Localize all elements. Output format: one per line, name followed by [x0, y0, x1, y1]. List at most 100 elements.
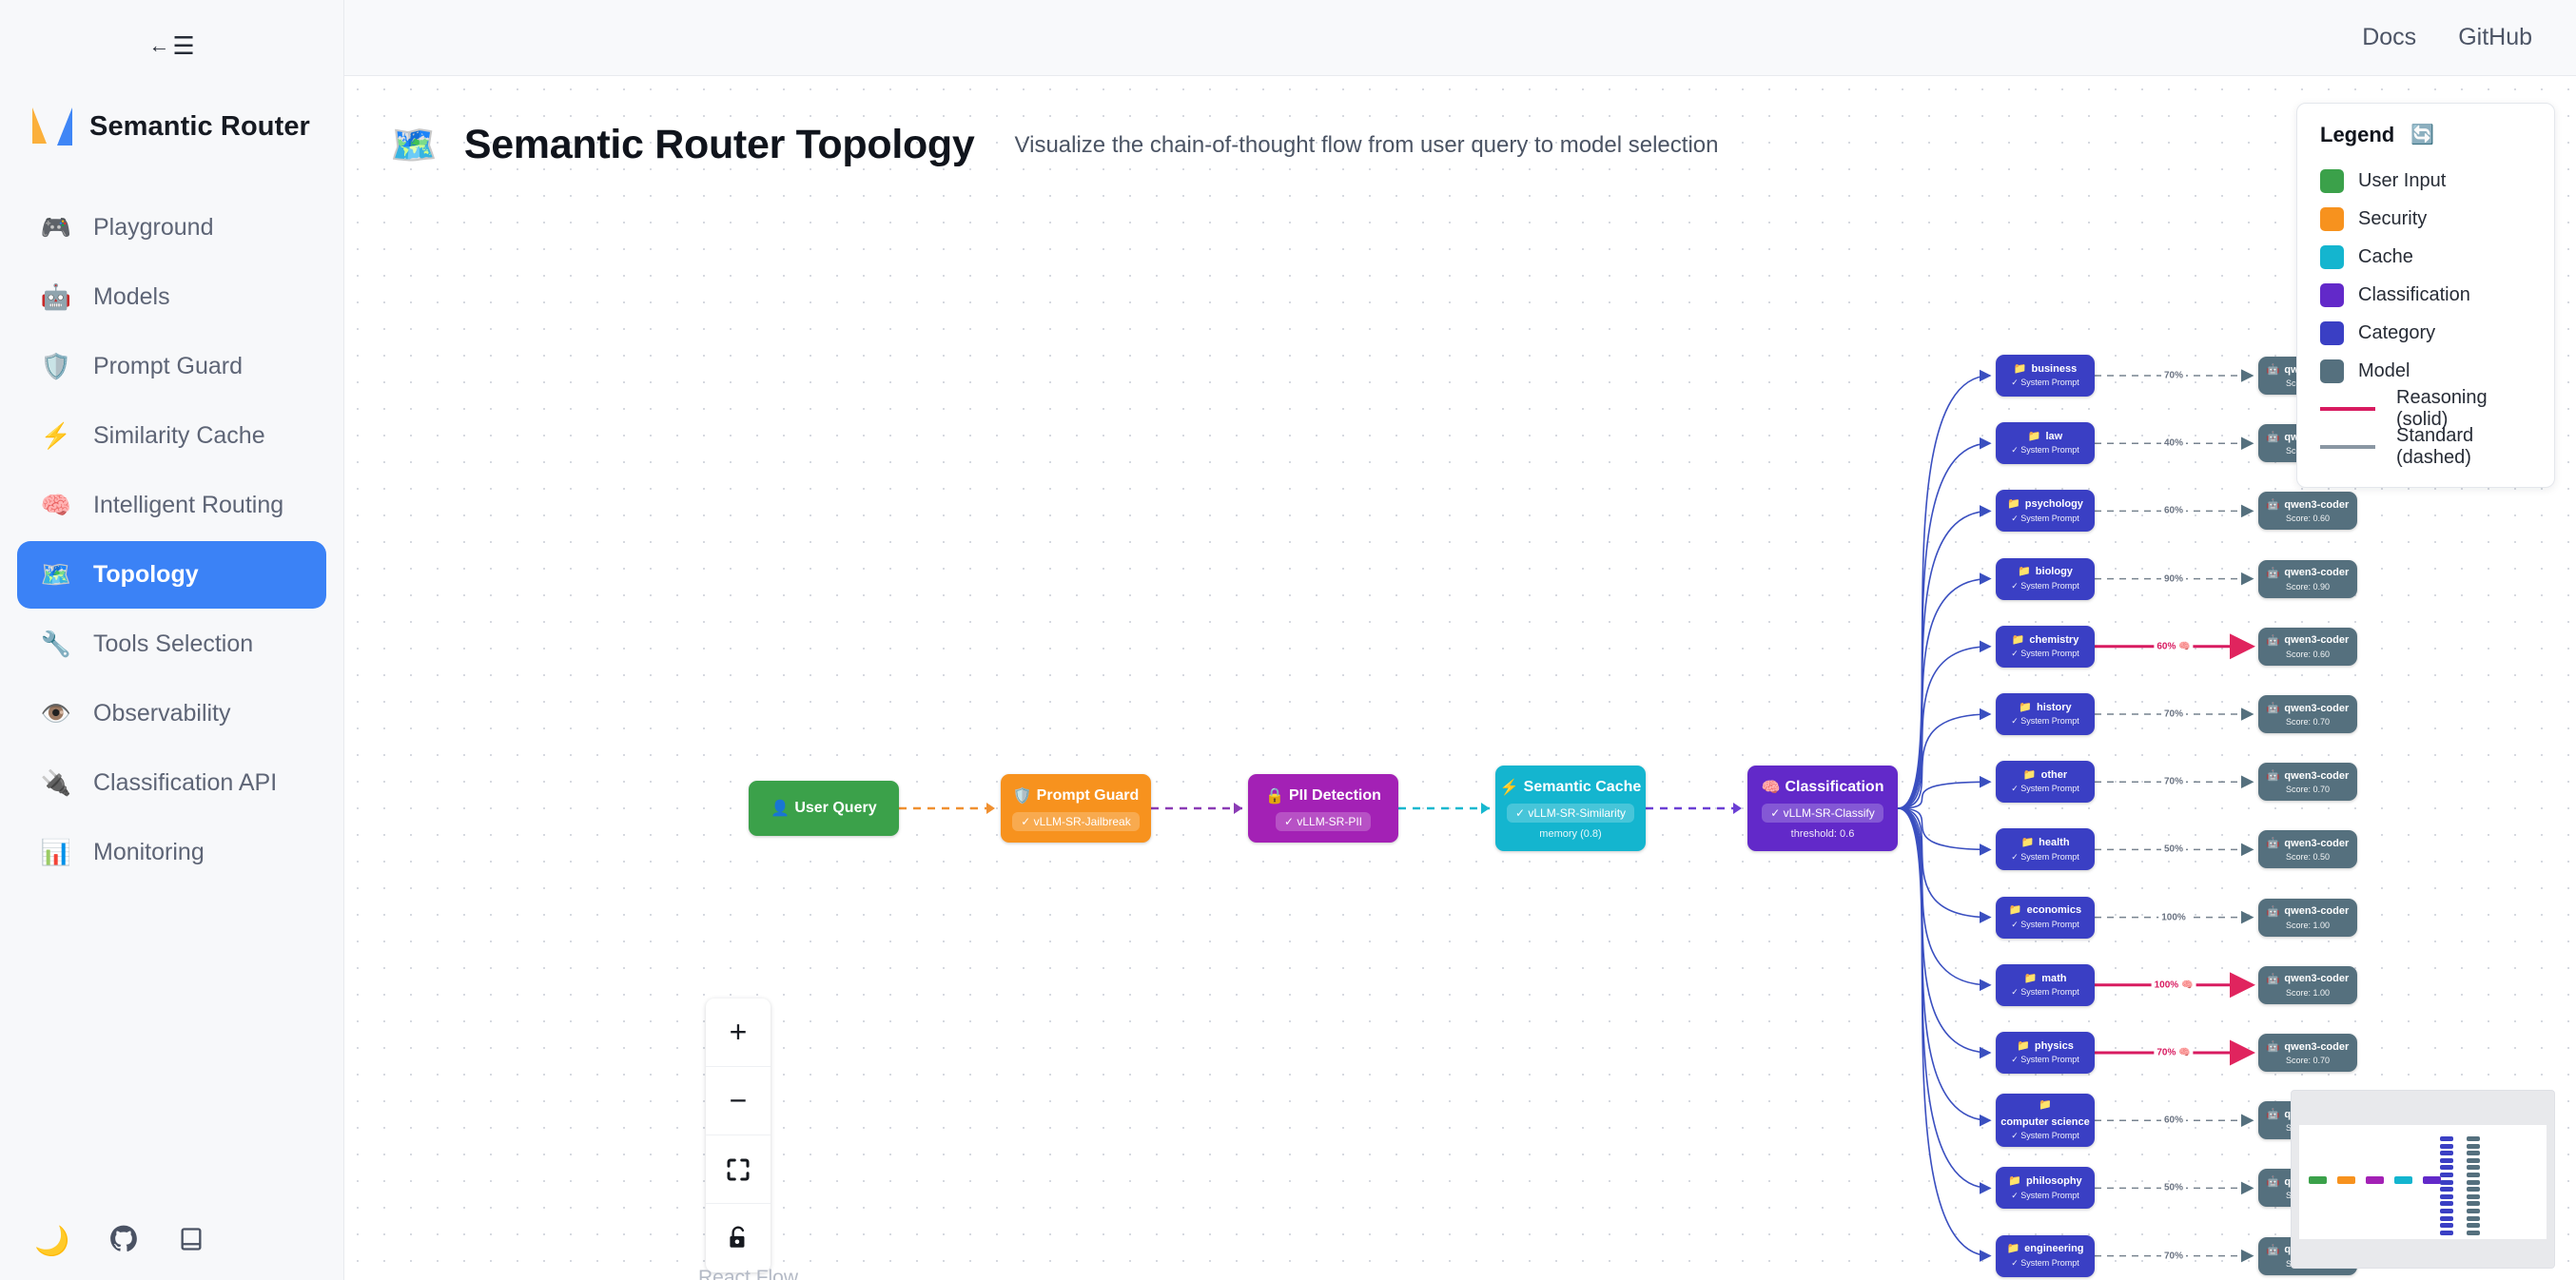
folder-icon: 📁	[2006, 1243, 2020, 1255]
category-sub: ✓ System Prompt	[2011, 513, 2079, 523]
model-score: Score: 0.90	[2285, 581, 2331, 592]
fit-view-button[interactable]	[706, 1135, 771, 1204]
docs-link[interactable]: Docs	[2362, 24, 2417, 50]
pipeline-node-pii[interactable]: 🔒PII Detection✓ vLLM-SR-PII	[1248, 774, 1398, 843]
sidebar-item-label: Playground	[93, 214, 214, 241]
category-node-health[interactable]: 📁health✓ System Prompt	[1996, 828, 2095, 871]
category-node-philosophy[interactable]: 📁philosophy ✓ System Prompt	[1996, 1167, 2095, 1210]
category-node-economics[interactable]: 📁economics✓ System Prompt	[1996, 896, 2095, 939]
sidebar-item-intelligent-routing[interactable]: 🧠Intelligent Routing	[17, 472, 326, 539]
model-label: qwen3-coder	[2284, 769, 2350, 782]
edge-percent: 60%	[2156, 641, 2176, 652]
zoom-in-button[interactable]: +	[706, 999, 771, 1067]
category-node-engineering[interactable]: 📁engineering✓ System Prompt	[1996, 1234, 2095, 1277]
github-icon[interactable]	[109, 1225, 138, 1259]
folder-icon: 📁	[2013, 362, 2027, 375]
collapse-menu-icon[interactable]: ← ☰	[148, 31, 195, 60]
edge-classification-to-category	[1897, 807, 1992, 1127]
category-node-math[interactable]: 📁math✓ System Prompt	[1996, 963, 2095, 1006]
sidebar-item-label: Models	[93, 283, 170, 310]
robot-icon: 🤖	[2266, 703, 2280, 714]
model-label: qwen3-coder	[2284, 634, 2350, 647]
pipeline-node-user[interactable]: 👤User Query	[749, 781, 899, 836]
folder-icon: 📁	[2018, 566, 2031, 578]
model-score: Score: 1.00	[2285, 987, 2331, 998]
node-label: User Query	[794, 800, 877, 816]
minimap-node	[2467, 1223, 2480, 1229]
category-node-history[interactable]: 📁history✓ System Prompt	[1996, 693, 2095, 735]
category-node-computer-science[interactable]: 📁computer science✓ System Prompt	[1996, 1094, 2095, 1148]
category-title: 📁law	[2028, 431, 2062, 442]
lock-button[interactable]	[706, 1204, 771, 1272]
category-node-other[interactable]: 📁other✓ System Prompt	[1996, 761, 2095, 804]
model-label: qwen3-coder	[2284, 567, 2350, 579]
book-icon[interactable]	[178, 1226, 205, 1258]
sidebar-item-prompt-guard[interactable]: 🛡️Prompt Guard	[17, 333, 326, 400]
minimap-node	[2440, 1187, 2453, 1193]
category-title: 📁economics	[2009, 904, 2081, 916]
robot-icon: 🤖	[2266, 1244, 2280, 1256]
zoom-out-button[interactable]: −	[706, 1067, 771, 1135]
minimap-node	[2440, 1201, 2453, 1207]
legend-item-security: Security	[2320, 200, 2533, 238]
sidebar-item-icon: ⚡	[40, 421, 72, 450]
category-sub: ✓ System Prompt	[2011, 1190, 2079, 1200]
model-label: qwen3-coder	[2284, 973, 2350, 985]
moon-icon[interactable]: 🌙	[34, 1226, 70, 1257]
legend-swatch	[2320, 206, 2344, 231]
sidebar-item-classification-api[interactable]: 🔌Classification API	[17, 749, 326, 817]
sidebar-item-models[interactable]: 🤖Models	[17, 263, 326, 331]
minimap-node	[2467, 1215, 2480, 1221]
model-title: 🤖qwen3-coder	[2267, 769, 2350, 783]
category-label: physics	[2034, 1039, 2074, 1052]
category-node-business[interactable]: 📁business✓ System Prompt	[1996, 355, 2095, 397]
category-title: 📁physics	[2017, 1040, 2074, 1052]
category-node-chemistry[interactable]: 📁chemistry✓ System Prompt	[1996, 625, 2095, 668]
minimap-node	[2440, 1223, 2453, 1229]
sidebar-item-label: Tools Selection	[93, 630, 254, 657]
minimap-node	[2467, 1173, 2480, 1177]
robot-icon: 🤖	[2266, 634, 2280, 647]
category-node-psychology[interactable]: 📁psychology✓ System Prompt	[1996, 490, 2095, 533]
node-title: 🔒PII Detection	[1265, 786, 1381, 805]
category-node-law[interactable]: 📁law✓ System Prompt	[1996, 422, 2095, 465]
node-icon: ⚡	[1499, 779, 1519, 796]
minimap-node	[2467, 1209, 2480, 1213]
category-sub: ✓ System Prompt	[2011, 378, 2079, 388]
flow-canvas[interactable]: 🗺️ Semantic Router Topology Visualize th…	[344, 76, 2576, 1280]
node-chip-wrap: ✓ vLLM-SR-PII	[1275, 805, 1372, 831]
sidebar-item-label: Intelligent Routing	[93, 492, 284, 518]
folder-icon: 📁	[2007, 498, 2020, 511]
sidebar-item-topology[interactable]: 🗺️Topology	[17, 541, 326, 609]
category-title: 📁philosophy	[2008, 1175, 2081, 1187]
edge-percent-label: 70% 🧠	[2154, 1047, 2194, 1058]
sidebar-item-similarity-cache[interactable]: ⚡Similarity Cache	[17, 402, 326, 470]
minimap[interactable]	[2291, 1090, 2555, 1269]
category-node-biology[interactable]: 📁biology✓ System Prompt	[1996, 557, 2095, 600]
category-node-physics[interactable]: 📁physics✓ System Prompt	[1996, 1032, 2095, 1074]
main-area: Docs GitHub 🗺️ Semantic Router Topology …	[344, 0, 2576, 1280]
refresh-icon[interactable]: 🔄	[2410, 125, 2435, 145]
node-label: Classification	[1785, 778, 1884, 795]
edge-classification-to-category	[1897, 775, 1992, 809]
github-link[interactable]: GitHub	[2458, 24, 2532, 50]
pipeline-node-guard[interactable]: 🛡️Prompt Guard✓ vLLM-SR-Jailbreak	[1001, 774, 1151, 843]
model-label: qwen3-coder	[2284, 905, 2350, 918]
sidebar-item-tools-selection[interactable]: 🔧 Tools Selection	[17, 611, 326, 678]
sidebar-item-icon: 🔧	[40, 630, 72, 658]
sidebar-item-observability[interactable]: 👁️Observability	[17, 680, 326, 747]
sidebar-item-playground[interactable]: 🎮Playground	[17, 194, 326, 262]
legend-line-swatch	[2320, 445, 2375, 449]
sidebar-item-monitoring[interactable]: 📊Monitoring	[17, 819, 326, 886]
